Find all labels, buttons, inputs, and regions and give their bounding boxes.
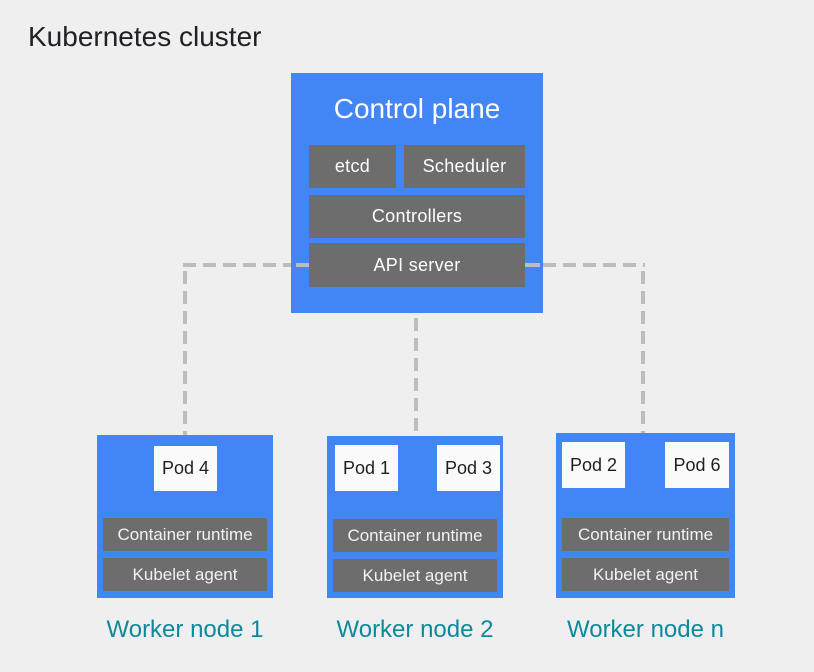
control-plane-title: Control plane (333, 93, 501, 124)
pod-box: Pod 1 (335, 445, 398, 491)
pod-box: Pod 6 (665, 442, 729, 488)
worker-node-2-label: Worker node 2 (336, 616, 494, 643)
control-plane-box: Control plane etcd Scheduler Controllers… (291, 73, 543, 313)
connector-vertical-line-left (183, 271, 187, 435)
worker-node-1-label: Worker node 1 (106, 616, 264, 643)
worker-node-2-box: Pod 1 Pod 3 Container runtime Kubelet ag… (327, 436, 503, 598)
connector-dash-stub-right (525, 263, 540, 267)
worker-node-n-label: Worker node n (567, 616, 724, 643)
container-runtime-box: Container runtime (562, 518, 729, 551)
worker-node-1-box: Pod 4 Container runtime Kubelet agent (97, 435, 273, 598)
etcd-box: etcd (309, 145, 396, 188)
kubelet-agent-box: Kubelet agent (562, 558, 729, 591)
connector-dash-stub-left (296, 263, 309, 267)
controllers-box: Controllers (309, 195, 525, 238)
connector-vertical-line-center (414, 318, 418, 436)
kubelet-agent-box: Kubelet agent (103, 558, 267, 591)
container-runtime-box: Container runtime (333, 519, 497, 552)
worker-node-n-box: Pod 2 Pod 6 Container runtime Kubelet ag… (556, 433, 735, 598)
diagram-title: Kubernetes cluster (28, 21, 262, 52)
kubelet-agent-box: Kubelet agent (333, 559, 497, 592)
pod-box: Pod 4 (154, 446, 217, 491)
api-server-box: API server (309, 243, 525, 287)
pod-box: Pod 3 (437, 445, 500, 491)
pod-box: Pod 2 (562, 442, 625, 488)
container-runtime-box: Container runtime (103, 518, 267, 551)
scheduler-box: Scheduler (404, 145, 525, 188)
connector-vertical-line-right (641, 271, 645, 433)
